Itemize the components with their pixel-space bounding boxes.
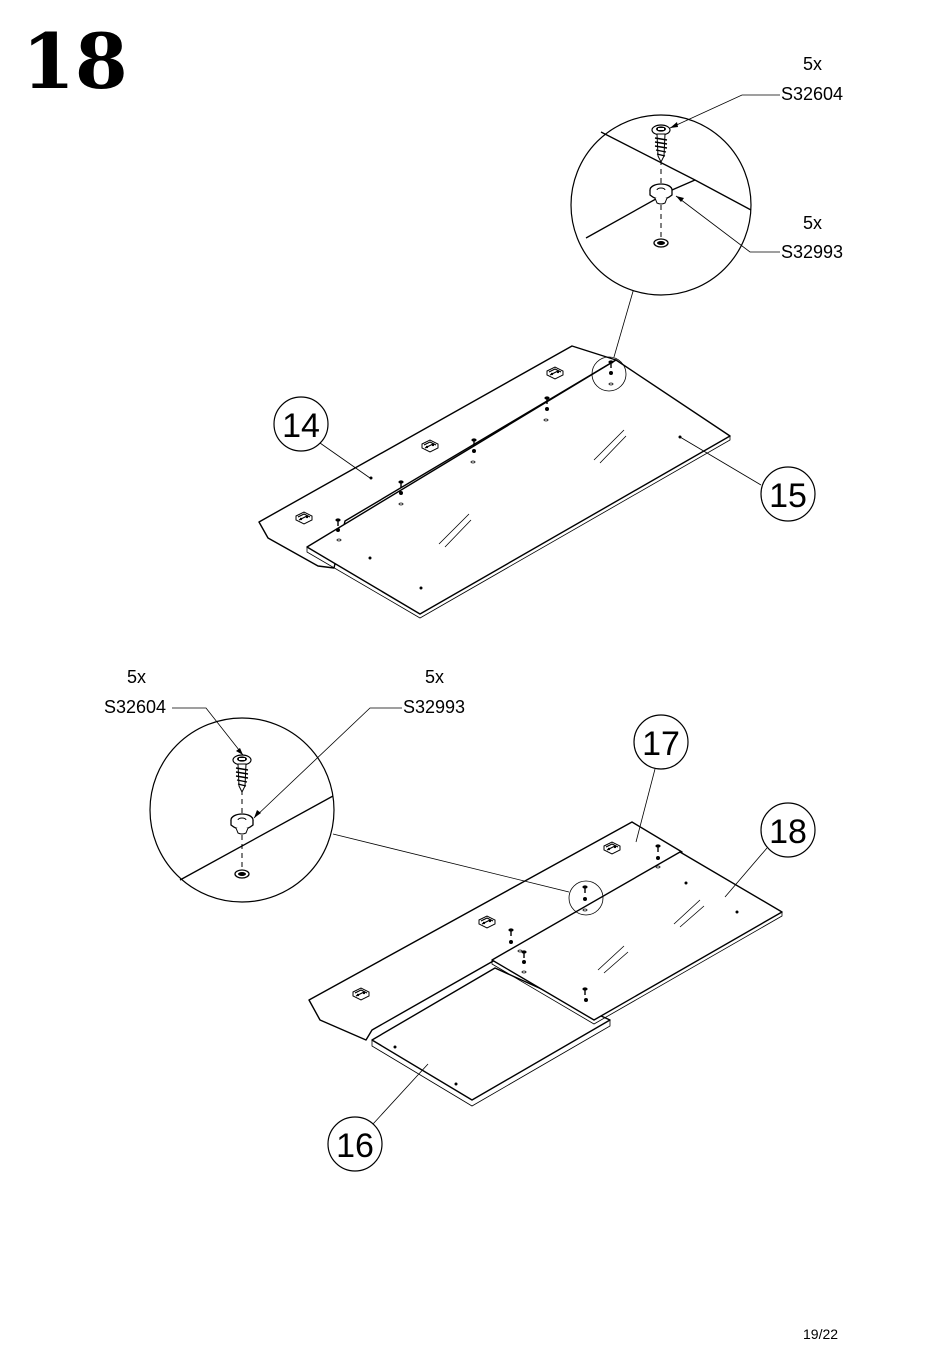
top-cap-code: S32993 (781, 242, 843, 262)
panel-17 (308, 821, 683, 1041)
part-label-18: 18 (724, 802, 816, 898)
detail-marker-circle (568, 880, 604, 916)
bottom-screw-code: S32604 (104, 697, 166, 717)
part-label-15: 15 (679, 436, 816, 522)
svg-text:17: 17 (642, 725, 680, 763)
bottom-cap-code: S32993 (403, 697, 465, 717)
svg-text:14: 14 (282, 407, 320, 445)
part-label-16: 16 (327, 1063, 429, 1172)
bottom-screw-qty: 5x (127, 667, 146, 687)
step-number: 18 (22, 17, 128, 106)
top-screw-code: S32604 (781, 84, 843, 104)
top-cap-qty: 5x (803, 213, 822, 233)
detail-magnifier-bottom (149, 717, 335, 903)
detail-marker-circle (591, 356, 627, 392)
top-assembly: 5x S32604 5x S32993 14 15 (258, 54, 843, 619)
top-screw-qty: 5x (803, 54, 822, 74)
page-number: 19/22 (803, 1326, 838, 1342)
part-label-14: 14 (273, 396, 371, 479)
bottom-cap-qty: 5x (425, 667, 444, 687)
bottom-assembly: 5x S32604 5x S32993 17 18 16 (104, 667, 816, 1172)
svg-text:18: 18 (769, 813, 807, 851)
svg-text:15: 15 (769, 477, 807, 515)
detail-magnifier-top (570, 114, 752, 296)
part-label-17: 17 (633, 714, 689, 843)
svg-text:16: 16 (336, 1127, 374, 1165)
